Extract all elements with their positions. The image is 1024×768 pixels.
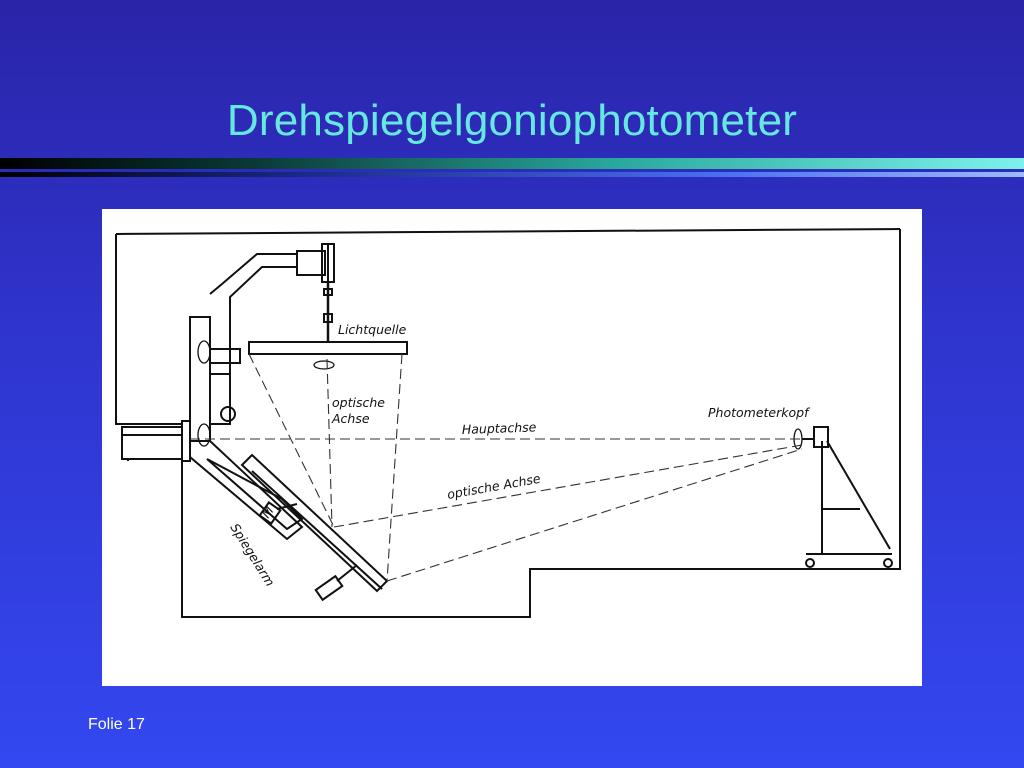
upper-arm: [209, 253, 298, 375]
slide-number: Folie 17: [88, 716, 145, 733]
title-rule-top: [0, 158, 1024, 169]
diagram-svg: Lichtquelle optische Achse Hauptachse op…: [115, 228, 901, 618]
room-outline: [115, 229, 901, 618]
goniophotometer-diagram: Lichtquelle optische Achse Hauptachse op…: [102, 209, 922, 686]
lamp-housing: [296, 250, 326, 276]
label-optical-axis-line1: optische: [332, 395, 385, 410]
title-rule-bottom: [0, 172, 1024, 177]
diagonal-optical-axis: [333, 444, 803, 528]
base-table: [121, 426, 183, 460]
label-optical-axis-diagonal: optische Achse: [446, 471, 542, 502]
photometer-stand: [821, 441, 892, 555]
label-optical-axis-line2: Achse: [331, 411, 370, 426]
photometer-head: [813, 426, 829, 448]
vertical-optical-axis: [326, 358, 333, 528]
label-light-source: Lichtquelle: [338, 322, 407, 337]
vertical-column: [189, 316, 211, 442]
light-source-plate: [248, 341, 408, 355]
slide-title: Drehspiegelgoniophotometer: [226, 96, 798, 145]
label-photometer-head: Photometerkopf: [708, 405, 810, 420]
counterweight: [314, 574, 344, 602]
lower-arm: [189, 440, 304, 541]
label-main-axis: Hauptachse: [462, 419, 537, 437]
label-mirror-arm: Spiegelarm: [227, 521, 277, 589]
room-ceiling: [115, 228, 901, 235]
